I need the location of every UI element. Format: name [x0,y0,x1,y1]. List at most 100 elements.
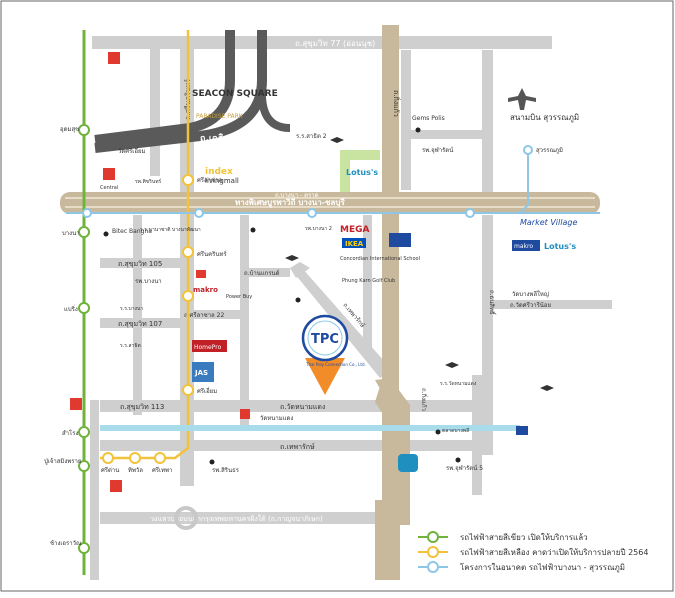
label-tip: ทิพวัล [128,467,143,474]
label-school2: ร.ร.สาธิต 2 [296,133,327,140]
label-chalerm: ถ.เฉลิมพระเกียรติ [200,133,270,144]
label-gems: Gems Polis [412,115,445,122]
label-wat-kingkaew: วัดหนามแดง [260,415,293,422]
label-lotus-right: Lotus's [544,242,576,251]
label-pu-chao: ปู่เจ้าสมิงพราย [44,458,81,465]
label-wat-sri-iam: วัดศรีเอี่ยม [118,147,145,155]
roundabout [174,506,198,530]
label-livingmall: livingmall [205,177,239,185]
label-bearing: แบริ่ง [64,305,78,313]
airplane-icon [508,88,536,110]
label-sukhumvit113: ถ.สุขุมวิท 113 [120,403,164,411]
road-sukhumvit105 [100,258,190,268]
station-bangna [78,226,90,238]
label-srilasan22: ถ.ศรีลาซาล 22 [184,311,224,319]
label-lotus-top: Lotus's [346,168,378,177]
label-seacon: SEACON SQUARE [192,89,278,99]
label-power: Power Buy [226,294,252,300]
station-udom [78,124,90,136]
station-bearing [78,302,90,314]
label-rp-bangna: รพ.บางนา [135,278,162,285]
station-pu-chao [78,460,90,472]
label-wat-siwara: ถ.วัดศรีวารีน้อย [510,301,551,309]
road-sukhumvit77 [92,36,552,49]
label-sri-dan: ศรีด่าน [101,466,119,474]
label-bangna-station: บางนา [62,230,80,237]
legend: รถไฟฟ้าสายสีเขียว เปิดให้บริการแล้ว รถไฟ… [418,531,648,573]
label-ban-thaem: ถ.บ้านแกรนด์ [244,269,280,277]
label-paradise: PARADISE PARK [196,113,244,120]
canal [100,425,520,431]
label-makro-right: makro [514,243,533,250]
tpc-location-pin: TPC [301,314,349,395]
label-central: Central [100,185,118,191]
label-tpc-name: Thai Poly Connection Co., Ltd. [305,362,366,367]
label-bitec: Bitec Bangna [112,228,152,235]
label-sukhumvit107: ถ.สุขุมวิท 107 [118,320,162,328]
label-sri-iam: ศรีเอี่ยม [197,387,217,395]
label-homepro: HomePro [194,344,222,351]
label-makro: makro [193,286,218,294]
label-school-wat: ร.ร.วัดหนามแดง [440,381,477,387]
road-theparak [100,440,480,451]
label-expressway: ทางพิเศษบูรพาวิถี บางนา-ชลบุรี [235,197,345,208]
label-rp-bangna2: รพ.บางนา 2 [305,226,332,232]
school-icons [285,137,554,391]
jas-logo [192,362,214,382]
blue-stations [82,145,533,218]
label-bangna-top: ถ.บางนา - ตราด [275,192,319,199]
road-sukhumvit107 [100,318,190,328]
label-rp-sinat: รพ.สิรินธร [212,467,240,474]
road-chalerm [94,30,235,145]
label-phung: Phung Karn Golf Club [342,278,395,284]
label-samrong: สำโรง [62,429,78,437]
legend-blue: โครงการในอนาคต รถไฟฟ้าบางนา - สุวรรณภูมิ [460,562,625,573]
label-rp-jula5: รพ.จุฬารัตน์ 5 [446,464,483,472]
label-index: index [205,167,233,177]
legend-green: รถไฟฟ้าสายสีเขียว เปิดให้บริการแล้ว [460,533,588,542]
label-ikea: IKEA [345,240,364,248]
station-chang-erawan [78,542,90,554]
ikea-logo [342,238,366,248]
label-wat-lad: วัดบางพลีใหญ่ [512,290,549,298]
label-school-bangna: ร.ร.นานาชาติ บางนาพัฒนา [140,226,201,233]
building-icon [516,426,528,435]
homepro-logo [192,340,227,352]
yellow-stations [102,174,194,464]
label-vertical-right: ถ.ธนสิทธิ์ [488,290,497,316]
boat-icon [398,454,418,472]
label-theparak: ถ.เทพารักษ์ [280,443,315,451]
label-bangna-bottom: ถ.บางนา - ตราด [285,211,329,218]
makro-right-logo [512,240,540,251]
label-school-siwa: ร.ร.สาธิต [120,342,141,349]
label-market-village: Market Village [520,218,577,227]
legend-yellow: รถไฟฟ้าสายสีเหลือง คาดว่าเปิดให้บริการปล… [460,548,648,557]
poi-dots [103,127,461,465]
label-sukhumvit105: ถ.สุขุมวิท 105 [118,260,162,268]
label-rp-jula: รพ.จุฬารัตน์ [422,146,453,154]
label-king-vertical2: ถ.กิ่งแก้ว [420,388,428,411]
label-srinakarin-y: ศรีนครินทร์ [197,250,227,258]
label-sukhumvit77: ถ.สุขุมวิท 77 (อ่อนนุช) [295,39,375,48]
label-mega: MEGA [340,225,369,235]
label-udom: อุดมสุข [60,126,79,133]
label-kanchana: วงแหวนรอบนอกกรุงเทพมหานครฝั่งใต้ (ถ.กาญจ… [150,514,323,523]
green-stations [78,124,90,554]
road-wat-siwara [482,300,612,309]
label-school-bn: ร.ร.บางนา [120,306,143,312]
label-chang-erawan: ช้างเอราวัณ [50,540,82,547]
label-kasem: ตลาดบางพลี [442,427,469,434]
label-suvarnabhumi-station: สุวรรณภูมิ [536,147,563,154]
label-wat-bang-phli: ถ.วัดหนามแดง [280,403,325,411]
label-sri-thep: ศรีเทพา [152,466,172,474]
kingkaew-marker [389,233,411,247]
label-rp-siphat: รพ.ศิขรินทร์ [135,178,162,185]
label-kingkaew: ถ.กิ่งแก้ว [392,90,401,117]
label-jas: JAS [194,369,208,377]
label-srilasan: ศรีลาซาล [197,176,223,184]
label-concordian: Concordian International School [340,256,420,262]
bigc-icons [70,52,250,492]
